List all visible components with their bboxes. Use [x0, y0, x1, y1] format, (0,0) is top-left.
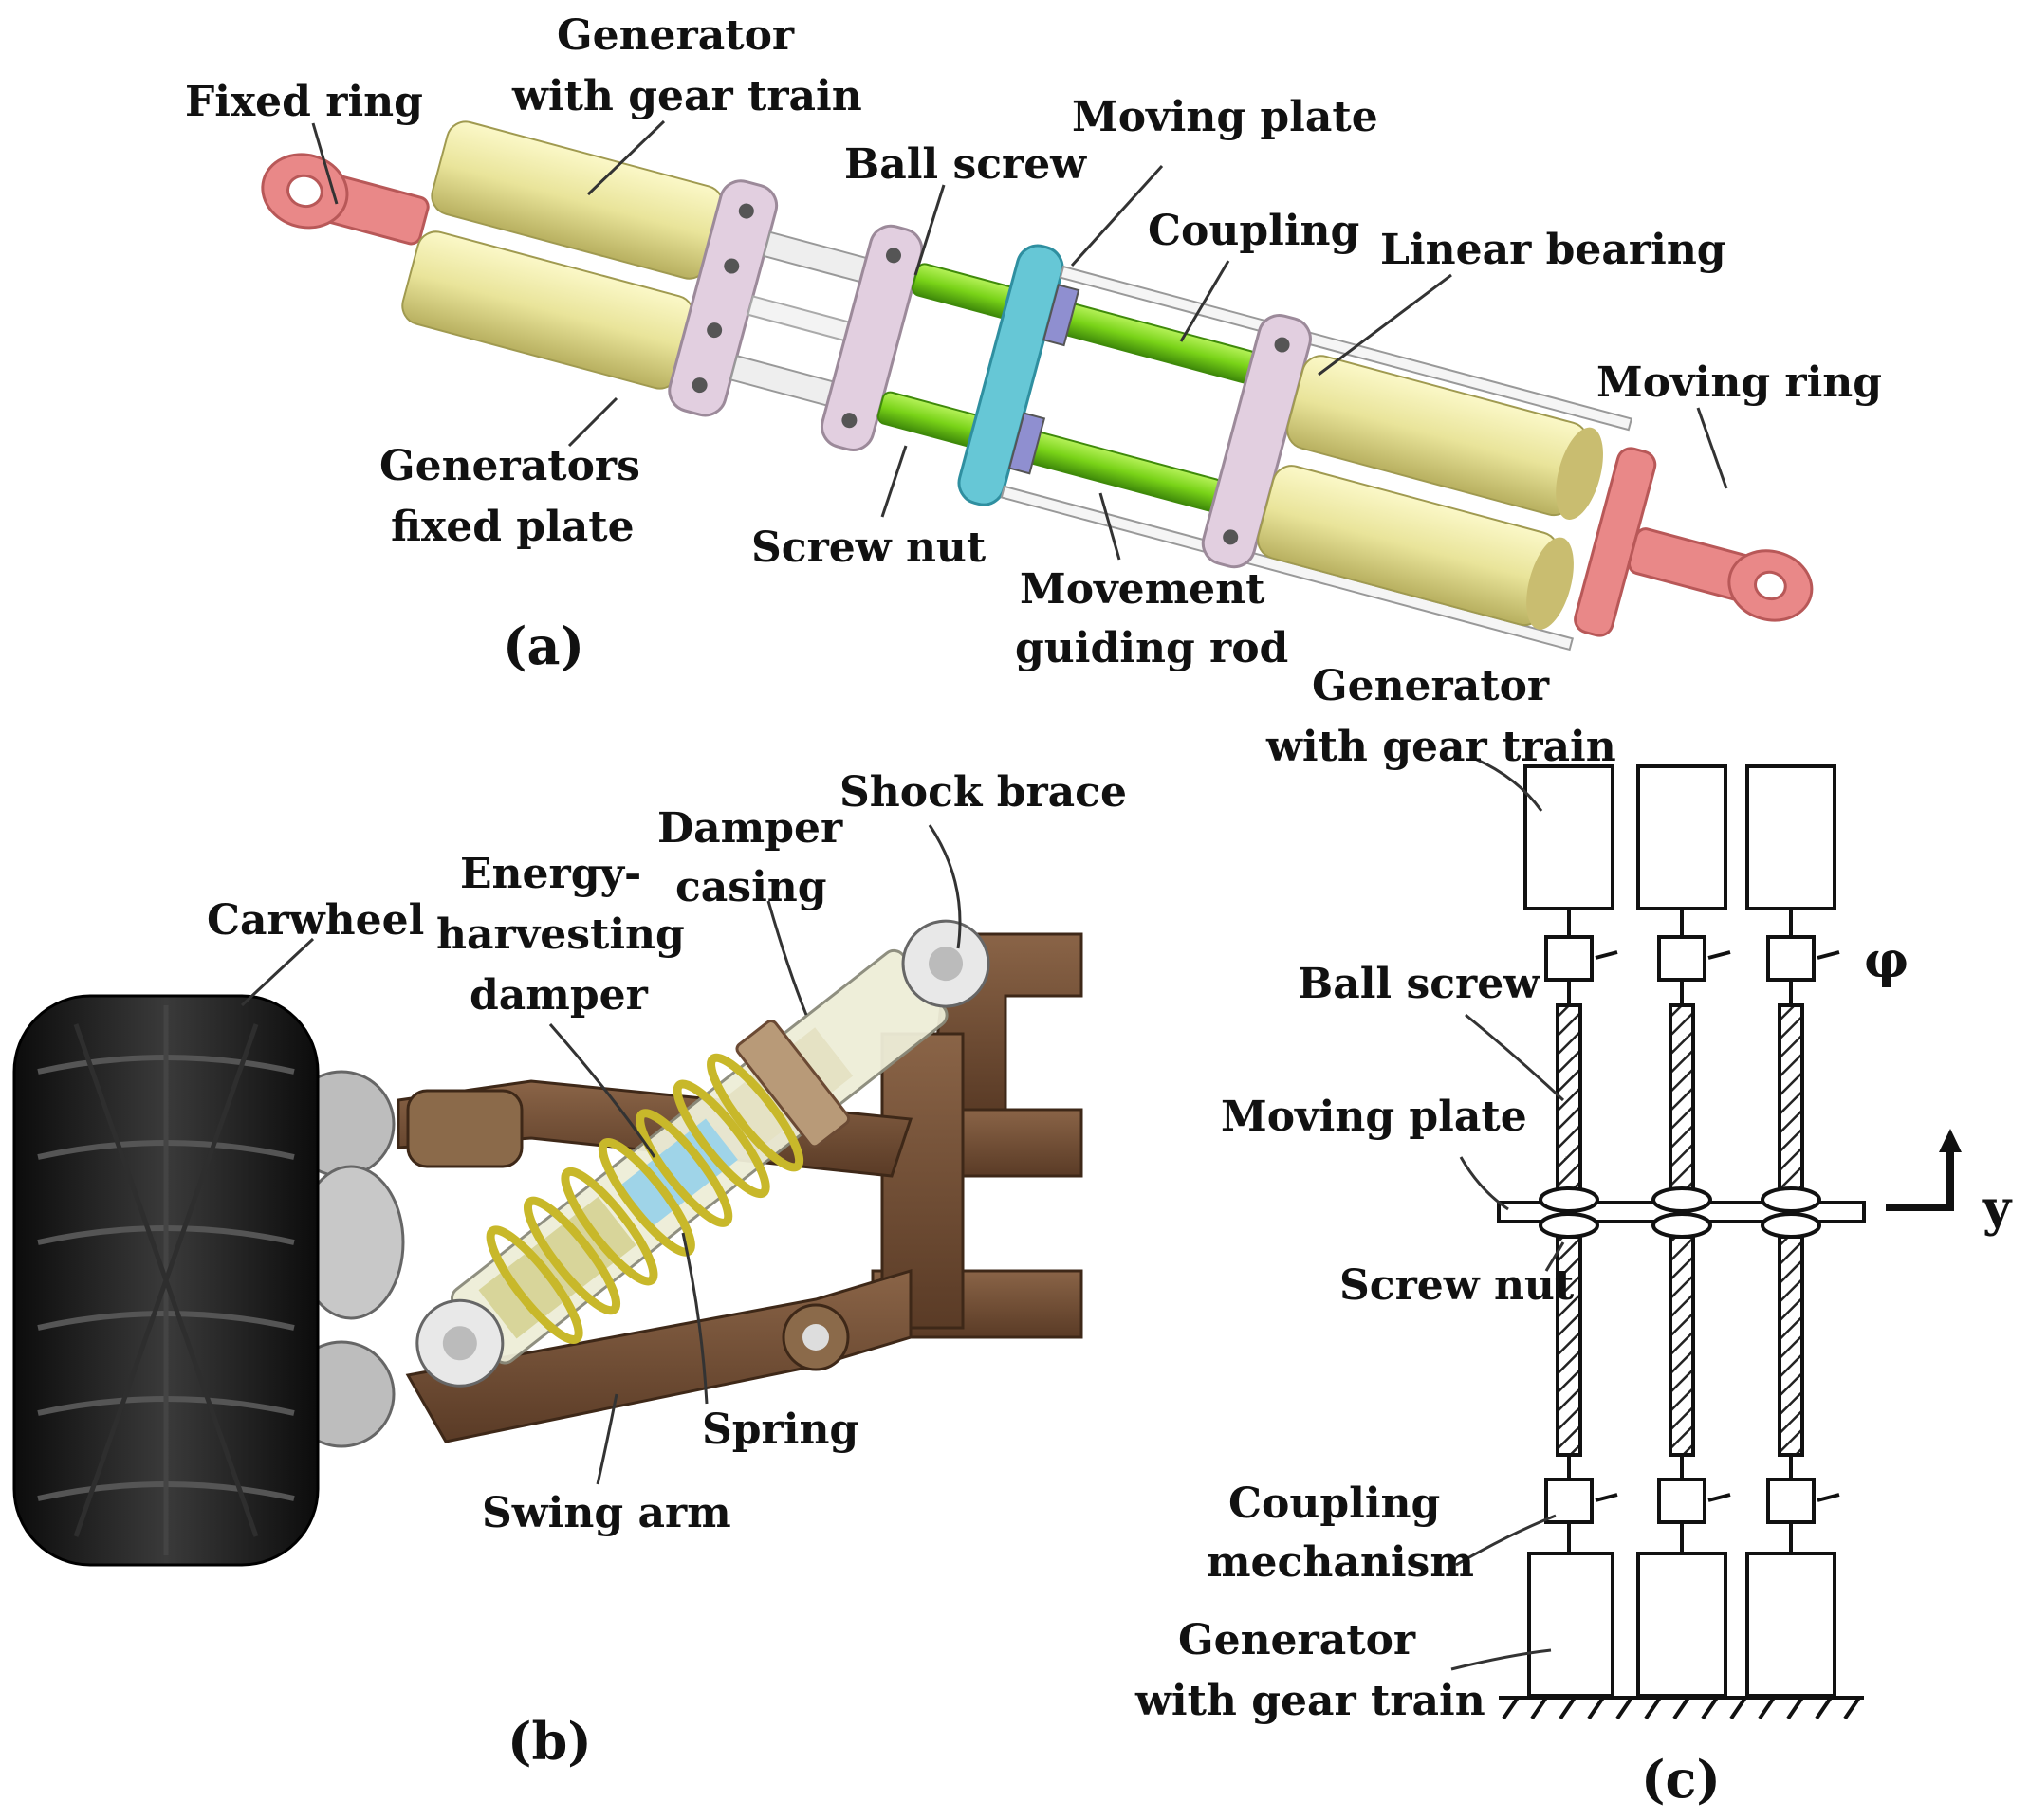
label-energy-damper-line3: damper	[470, 971, 649, 1020]
label-screw-nut-a: Screw nut	[751, 524, 987, 572]
label-movement-rod: Movement	[1020, 565, 1265, 614]
label-ball-screw-a: Ball screw	[844, 140, 1087, 189]
ball-screws-lower	[1556, 1235, 1804, 1457]
moving-plate-schematic	[1497, 1186, 1866, 1239]
label-y-axis: y	[1982, 1180, 2013, 1238]
carwheel	[12, 994, 320, 1567]
upper-arm	[397, 1079, 913, 1178]
label-linear-bearing: Linear bearing	[1380, 226, 1726, 274]
label-swing-arm: Swing arm	[482, 1489, 731, 1537]
label-moving-plate-a: Moving plate	[1072, 93, 1378, 141]
label-spring: Spring	[702, 1406, 858, 1454]
label-coupling-a: Coupling	[1148, 207, 1359, 255]
label-ball-screw-c: Ball screw	[1298, 960, 1540, 1008]
right-plate	[1201, 314, 1312, 569]
label-generator-top-c-line2: with gear train	[1265, 723, 1616, 771]
caption-a: (a)	[503, 616, 584, 676]
label-coupling-mechanism: Coupling	[1228, 1480, 1440, 1528]
label-coupling-mechanism-line2: mechanism	[1207, 1538, 1474, 1587]
panel-b: Shock brace Damper casing Energy- harves…	[12, 768, 1127, 1772]
ball-screws-upper	[1556, 1003, 1804, 1192]
spring-coils	[486, 1053, 804, 1345]
label-damper-casing-line2: casing	[675, 863, 827, 911]
y-axis-arrow	[1886, 1129, 1962, 1211]
generators-left	[401, 120, 725, 390]
caption-b: (b)	[507, 1711, 592, 1772]
label-gen-fixed-plate-line2: fixed plate	[391, 503, 635, 551]
generators-right	[1257, 355, 1603, 630]
label-energy-damper: Energy-	[460, 850, 641, 898]
panel-a: Fixed ring Generator with gear train Mov…	[185, 11, 1882, 676]
generators-bottom-schematic	[1527, 1552, 1836, 1698]
label-damper-casing: Damper	[657, 804, 843, 853]
energy-harvesting-damper	[415, 919, 990, 1388]
swing-arm	[405, 1268, 913, 1443]
moving-plate	[957, 244, 1080, 506]
label-phi: φ	[1864, 931, 1909, 989]
leaders-c	[1450, 757, 1565, 1671]
label-shock-brace: Shock brace	[839, 768, 1127, 817]
ground-hatch	[1499, 1696, 1864, 1720]
label-moving-ring: Moving ring	[1596, 358, 1882, 407]
moving-ring	[1574, 447, 1814, 637]
label-generator-bottom-c: Generator	[1178, 1616, 1416, 1664]
leaders-a	[311, 119, 1728, 561]
label-energy-damper-line2: harvesting	[436, 910, 685, 959]
generators-top-schematic	[1523, 764, 1836, 910]
fixed-ring	[261, 153, 430, 246]
damper-assembly-3d	[261, 120, 1814, 652]
label-generator-top-c: Generator	[1312, 662, 1550, 710]
label-screw-nut-c: Screw nut	[1339, 1261, 1575, 1310]
label-fixed-ring: Fixed ring	[185, 78, 423, 126]
couplings-top	[1544, 909, 1840, 1005]
couplings-bottom	[1544, 1455, 1840, 1553]
label-generator-top-a: Generator	[557, 11, 795, 60]
panel-c: Generator with gear train Ball screw φ M…	[1134, 662, 2013, 1810]
label-generator-bottom-c-line2: with gear train	[1134, 1677, 1485, 1725]
label-moving-plate-c: Moving plate	[1221, 1093, 1527, 1141]
leaders-b	[240, 824, 962, 1485]
second-plate	[820, 224, 924, 451]
caption-c: (c)	[1641, 1749, 1721, 1810]
rods-left	[729, 230, 873, 409]
label-movement-rod-line2: guiding rod	[1015, 624, 1288, 672]
label-generator-top-a-line2: with gear train	[511, 72, 862, 120]
label-carwheel: Carwheel	[207, 896, 424, 945]
ball-screws	[876, 263, 1258, 512]
label-gen-fixed-plate: Generators	[379, 442, 640, 490]
shock-brace-frame	[871, 932, 1083, 1339]
